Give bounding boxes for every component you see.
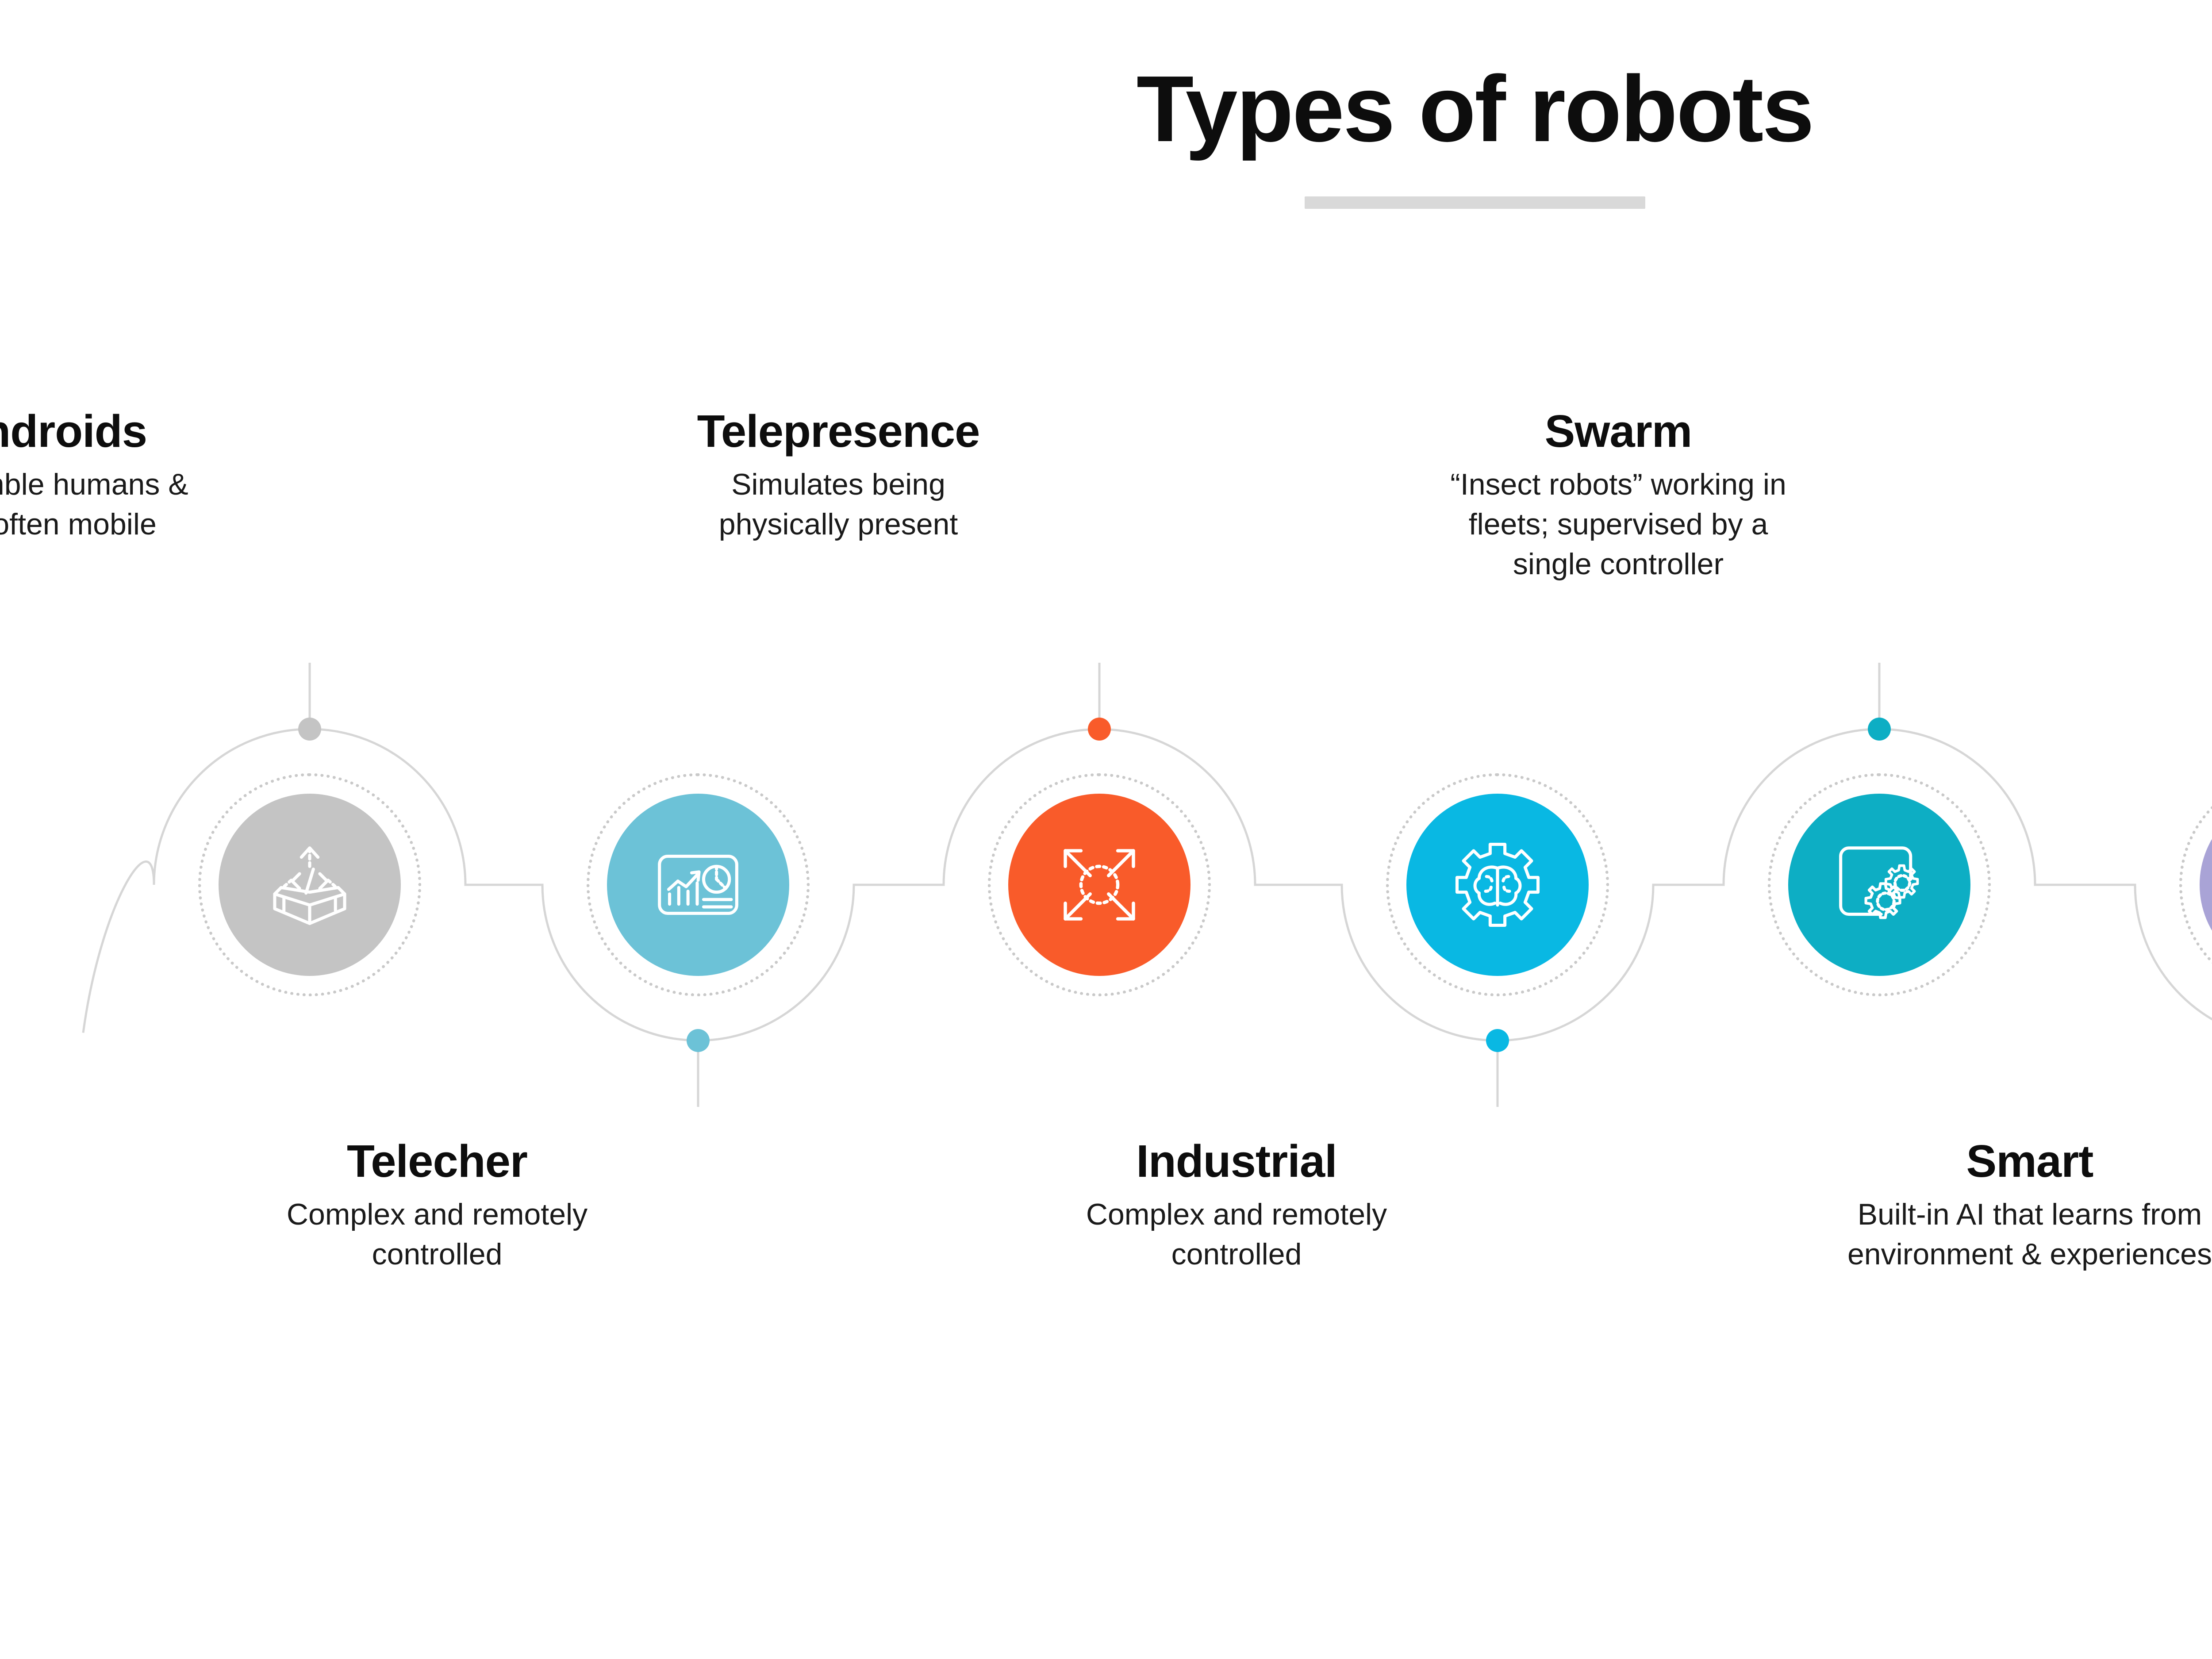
title-divider: [1304, 196, 1645, 209]
node-dotted-ring: [1768, 773, 1991, 996]
node-disc-swarm[interactable]: [1788, 794, 1970, 976]
brain-gear-icon: [1455, 842, 1540, 927]
label-description-swarm: “Insect robots” working in fleets; super…: [1450, 468, 1786, 581]
label-description-telepresence: Simulates being physically present: [718, 468, 958, 541]
label-description-smart: Built-in AI that learns from environment…: [1847, 1198, 2212, 1271]
node-disc-industrial[interactable]: [1406, 794, 1589, 976]
page-title: Types of robots: [1136, 56, 1814, 161]
label-title-androids: Androids: [0, 406, 147, 457]
node-smart[interactable]: [2179, 773, 2212, 996]
node-dotted-ring: [587, 773, 810, 996]
label-description-industrial: Complex and remotely controlled: [1086, 1198, 1387, 1271]
node-swarm[interactable]: [1768, 773, 1991, 996]
page-header: Types of robots: [0, 62, 2212, 209]
label-androids: AndroidsResemble humans & are often mobi…: [0, 407, 310, 545]
dashboard-icon: [658, 854, 738, 915]
node-dotted-ring: [988, 773, 1211, 996]
label-title-autonomous: Autonomous: [2157, 407, 2212, 455]
label-title-telecher: Telecher: [346, 1136, 528, 1187]
label-description-autonomous: Makes decisions based on sensor input: [2157, 465, 2212, 545]
node-industrial[interactable]: [1386, 773, 1609, 996]
node-dotted-ring: [1386, 773, 1609, 996]
label-title-industrial: Industrial: [1136, 1136, 1337, 1187]
label-description-androids: Resemble humans & are often mobile: [0, 468, 188, 541]
expand-arrows-icon: [1064, 849, 1135, 921]
label-autonomous: AutonomousMakes decisions based on senso…: [2157, 407, 2212, 545]
label-title-swarm: Swarm: [1544, 406, 1693, 457]
node-disc-androids[interactable]: [219, 794, 401, 976]
node-marker-dot[interactable]: [1868, 718, 1891, 741]
node-androids[interactable]: [198, 773, 421, 996]
node-marker-dot[interactable]: [687, 1029, 710, 1052]
node-dotted-ring: [198, 773, 421, 996]
node-disc-telecher[interactable]: [607, 794, 789, 976]
label-title-telepresence: Telepresence: [697, 406, 980, 457]
node-marker-dot[interactable]: [298, 718, 321, 741]
node-telepresence[interactable]: [988, 773, 1211, 996]
screen-gears-icon: [1839, 846, 1919, 919]
node-marker-dot[interactable]: [1486, 1029, 1509, 1052]
label-swarm: Swarm “Insect robots” working in fleets; …: [1357, 407, 1879, 584]
label-title-smart: Smart: [1966, 1136, 2094, 1187]
code-box-icon: [273, 846, 346, 925]
label-description-telecher: Complex and remotely controlled: [286, 1198, 588, 1271]
node-disc-telepresence[interactable]: [1008, 794, 1190, 976]
node-telecher[interactable]: [587, 773, 810, 996]
node-marker-dot[interactable]: [1088, 718, 1111, 741]
